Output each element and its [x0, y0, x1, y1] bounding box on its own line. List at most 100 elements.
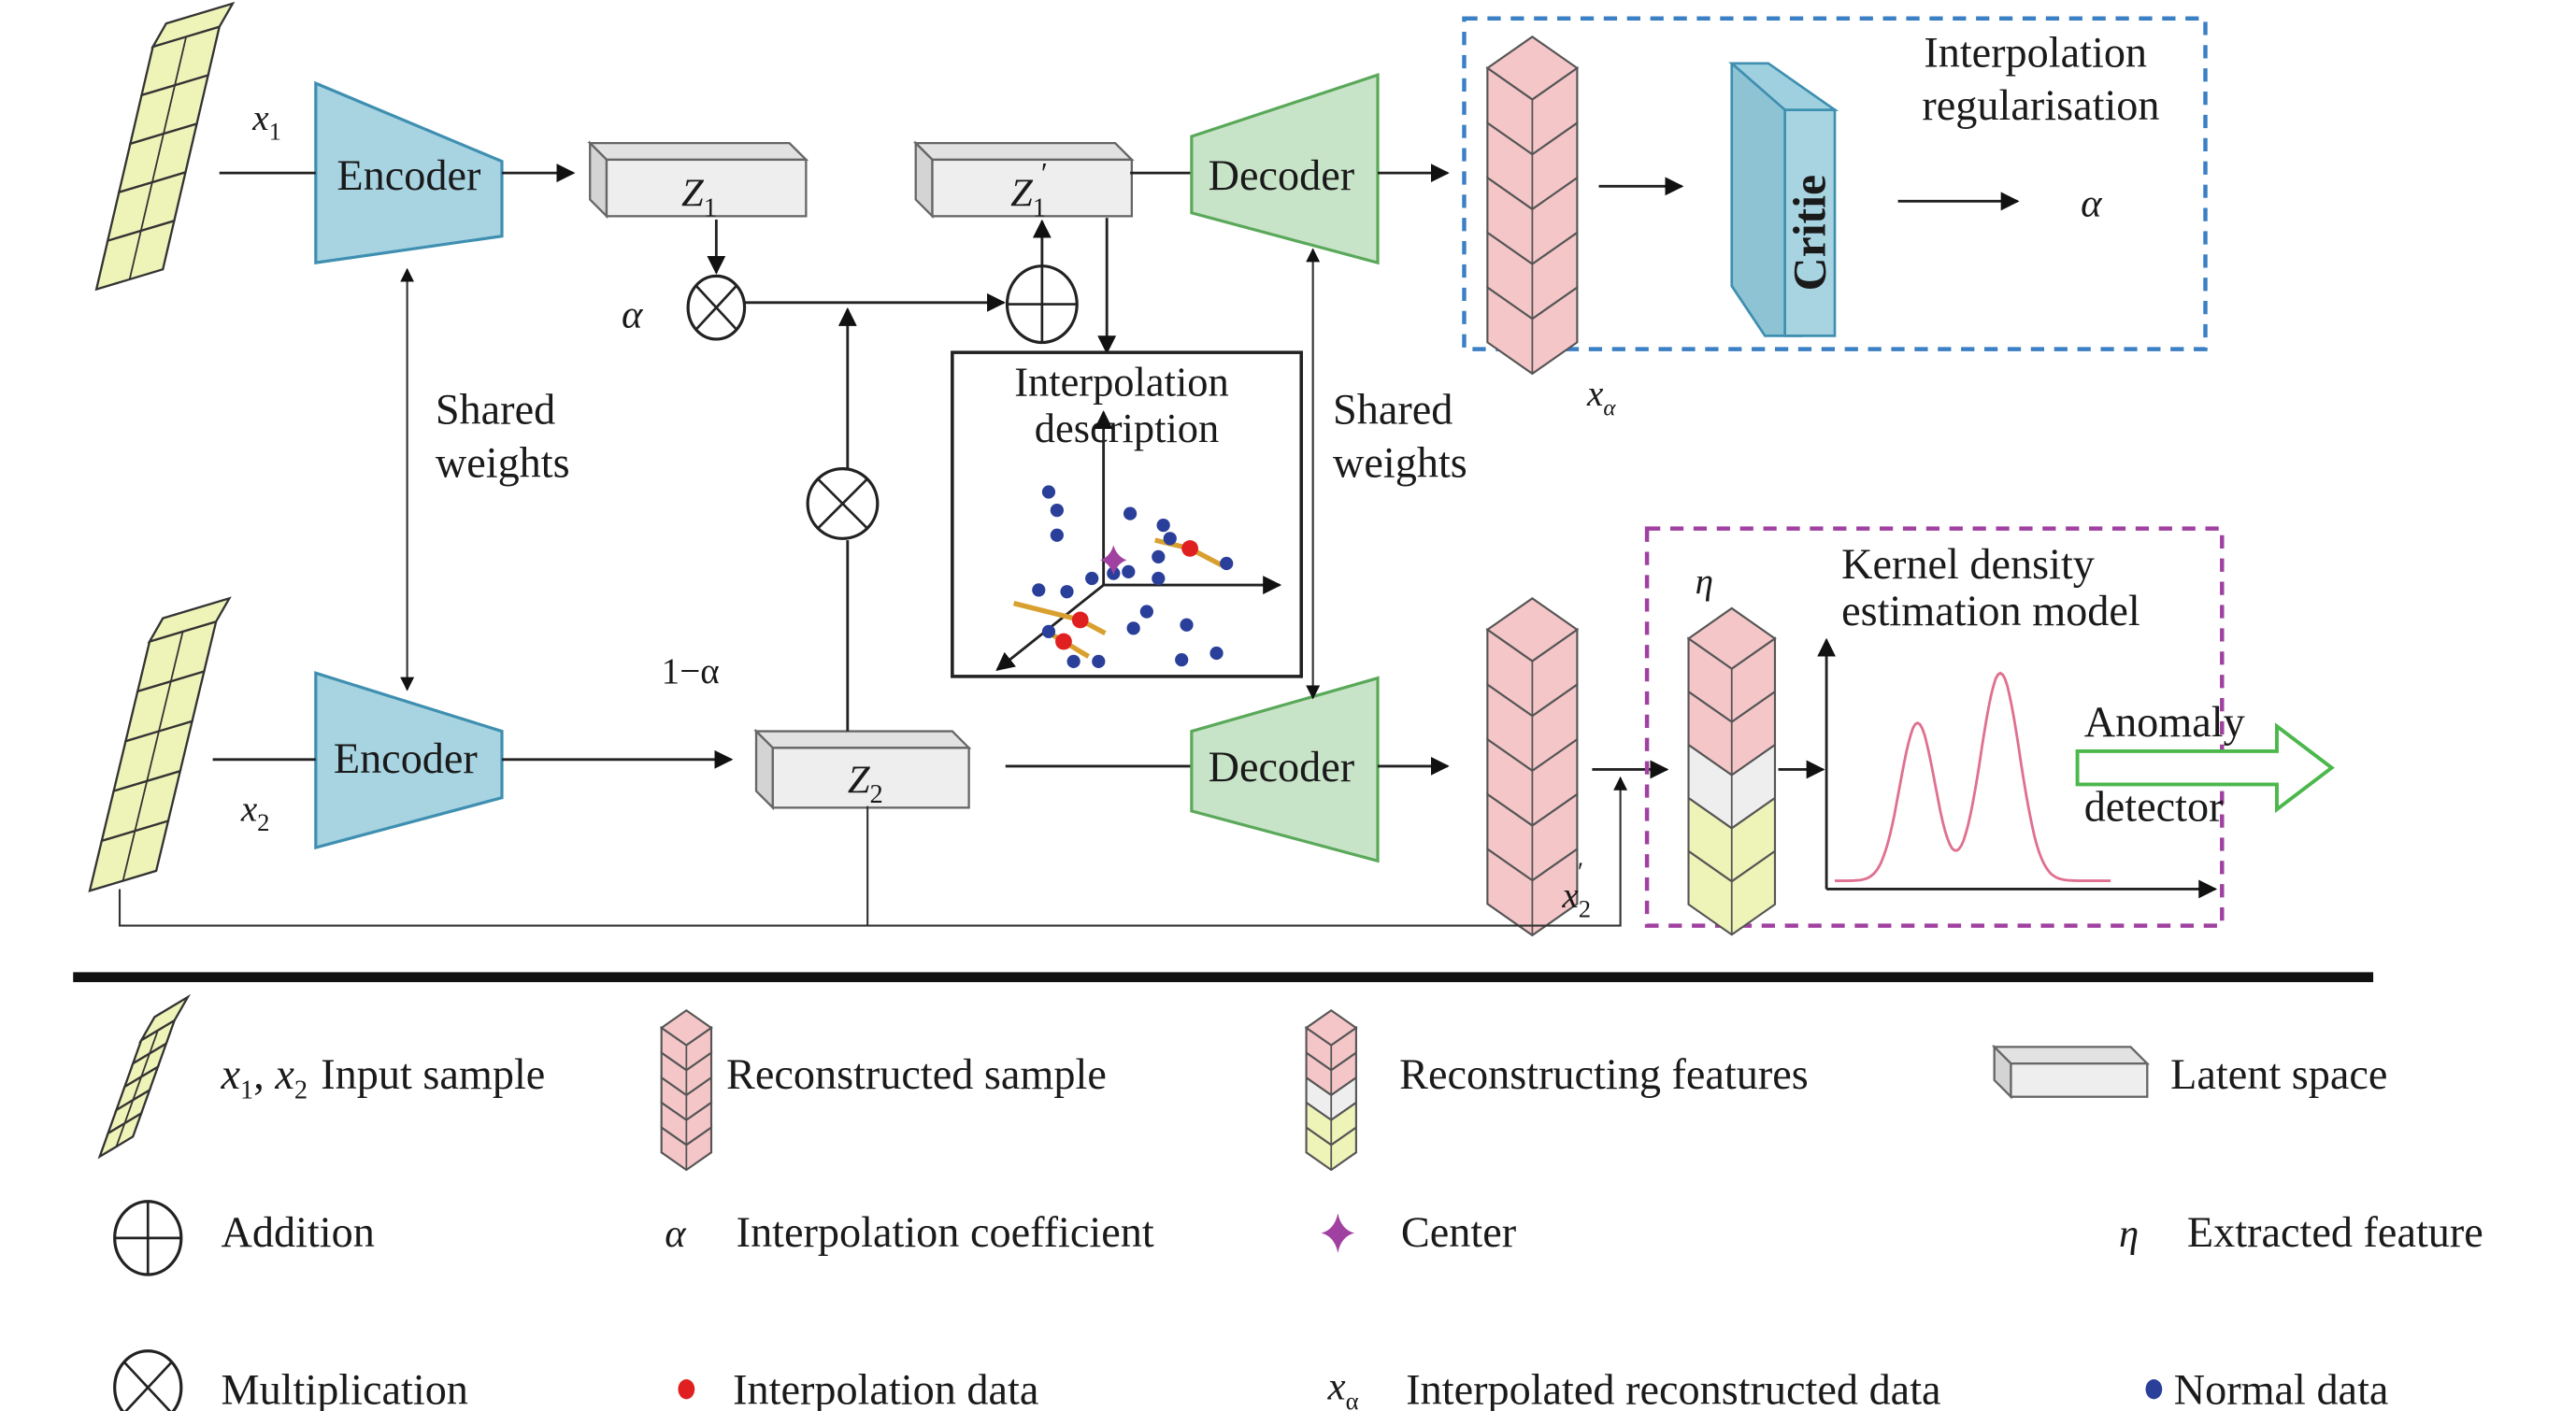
legend-multiplication-icon — [113, 1349, 183, 1411]
legend-center-star-icon — [1321, 1213, 1355, 1253]
normal-data-point — [1209, 646, 1224, 661]
normal-data-point — [1066, 654, 1080, 668]
latent-z2 — [753, 728, 972, 811]
svg-text:Interpolation regularisa: Interpolation regularisation — [1922, 28, 2159, 129]
cell-edge — [139, 181, 153, 232]
legend-extracted-feature: Extracted feature — [2187, 1208, 2483, 1256]
decoder-top: Decoder — [1190, 73, 1380, 265]
interpolation-regularisation-panel: Critie α Interpolation regularisation — [1462, 16, 2208, 376]
latent-front-face — [2010, 1062, 2149, 1098]
reconstructed-x2-prime-column — [1485, 597, 1580, 937]
shared-weights-right-label: Shared weights — [1333, 386, 1467, 487]
normal-data-point — [1126, 621, 1140, 635]
normal-data-point — [1050, 503, 1064, 518]
interpolation-description-line2: description — [1035, 405, 1219, 451]
encoder-top: Encoder — [314, 80, 504, 264]
normal-data-point — [1152, 571, 1166, 586]
interpolation-data-point — [1055, 633, 1072, 650]
legend-divider — [73, 972, 2374, 983]
encoder-top-label: Encoder — [336, 151, 480, 199]
kde-density-curve — [1834, 671, 2111, 883]
latent-front-face — [771, 747, 970, 809]
z1-prime-label: Z1′ — [1010, 156, 1047, 223]
x-alpha-column — [1485, 36, 1580, 376]
decoder-top-label: Decoder — [1209, 151, 1355, 199]
anomaly-detector-label: Anomaly detector — [2084, 698, 2256, 831]
latent-front-face — [931, 158, 1134, 218]
cell-edge — [169, 631, 184, 682]
latent-top-face — [587, 141, 809, 162]
eta-feature-column — [1686, 606, 1777, 936]
kde-title-line2: estimation model — [1841, 587, 2140, 634]
legend-reconstructing-features: Reconstructing features — [1399, 1050, 1809, 1098]
decoder-bottom: Decoder — [1190, 676, 1380, 863]
legend-normal-data: Normal data — [2174, 1366, 2389, 1411]
cell-edge — [163, 85, 176, 135]
normal-data-point — [1060, 585, 1074, 599]
critic-output-alpha: α — [2081, 181, 2103, 225]
latent-top-face — [912, 141, 1135, 162]
cell-edge — [140, 1053, 150, 1077]
latent-top-face — [1991, 1046, 2151, 1065]
alpha-label: α — [622, 292, 644, 336]
column-cap — [137, 993, 192, 1044]
cell-edge — [149, 1030, 159, 1054]
normal-data-point — [1092, 654, 1106, 668]
scatter-points — [1012, 485, 1234, 668]
critic-block: Critie — [1728, 62, 1839, 337]
column-cap — [147, 596, 232, 644]
cell-edge — [132, 1076, 142, 1101]
svg-text:Interpolation descriptio: Interpolation description — [1014, 358, 1239, 451]
z1-label: Z1 — [681, 172, 717, 223]
one-minus-alpha-label: 1−α — [662, 651, 720, 691]
normal-data-point — [1041, 485, 1056, 499]
kde-panel: η Kernel density estimation model — [1644, 526, 2225, 936]
interpolation-data-point — [1071, 611, 1089, 629]
input-to-kde-connector — [118, 776, 1628, 927]
x2-prime-label: x2′ — [1561, 859, 1591, 923]
cell-edge — [134, 780, 149, 832]
x-alpha-label: xα — [1586, 374, 1616, 421]
legend-reconstructed-sample: Reconstructed sample — [726, 1050, 1107, 1098]
normal-data-point — [1175, 652, 1189, 667]
cell-edge — [158, 681, 172, 732]
svg-text:Kernel density estimatio: Kernel density estimation model — [1841, 540, 2140, 634]
normal-data-point — [1163, 532, 1177, 546]
cell-edge — [128, 230, 142, 280]
legend-reconstructed-sample-icon — [659, 1008, 713, 1172]
multiplication-operator-top — [686, 274, 747, 341]
cell-edge — [174, 36, 188, 86]
multiplication-operator-bottom — [806, 467, 880, 540]
legend-blue-dot-icon — [2145, 1379, 2163, 1400]
interpolation-path — [1012, 601, 1081, 623]
normal-data-point — [1122, 564, 1136, 578]
shared-weights-left-label: Shared weights — [436, 386, 570, 487]
normal-data-point — [1050, 528, 1064, 542]
latent-z1-prime — [912, 140, 1135, 220]
legend-input-sample-icon — [97, 993, 192, 1160]
legend-interpolation-coefficient: Interpolation coefficient — [737, 1208, 1154, 1256]
normal-data-point — [1085, 571, 1099, 586]
interpolation-description-line1: Interpolation — [1014, 358, 1229, 405]
legend-xalpha-symbol: xα — [1327, 1364, 1359, 1411]
legend-multiplication: Multiplication — [221, 1366, 467, 1411]
normal-data-point — [1220, 556, 1234, 571]
x2-label: x2 — [240, 790, 270, 837]
eta-label: η — [1696, 562, 1713, 602]
legend-latent-space: Latent space — [2170, 1050, 2387, 1098]
encoder-bottom: Encoder — [314, 671, 504, 850]
center-point — [1100, 545, 1127, 576]
legend-interpolated-reconstructed-data: Interpolated reconstructed data — [1406, 1366, 1940, 1411]
anomaly-detector-arrow — [2075, 722, 2335, 814]
interpolation-description-panel: Interpolation description — [951, 350, 1304, 678]
decoder-bottom-label: Decoder — [1209, 743, 1355, 791]
z2-label: Z2 — [848, 758, 883, 809]
latent-top-face — [753, 730, 972, 749]
kde-title-line1: Kernel density — [1841, 540, 2095, 588]
legend-red-dot-icon — [678, 1379, 695, 1400]
cell-edge — [146, 731, 160, 782]
legend-latent-space-icon — [1991, 1044, 2151, 1100]
normal-data-point — [1041, 624, 1056, 638]
